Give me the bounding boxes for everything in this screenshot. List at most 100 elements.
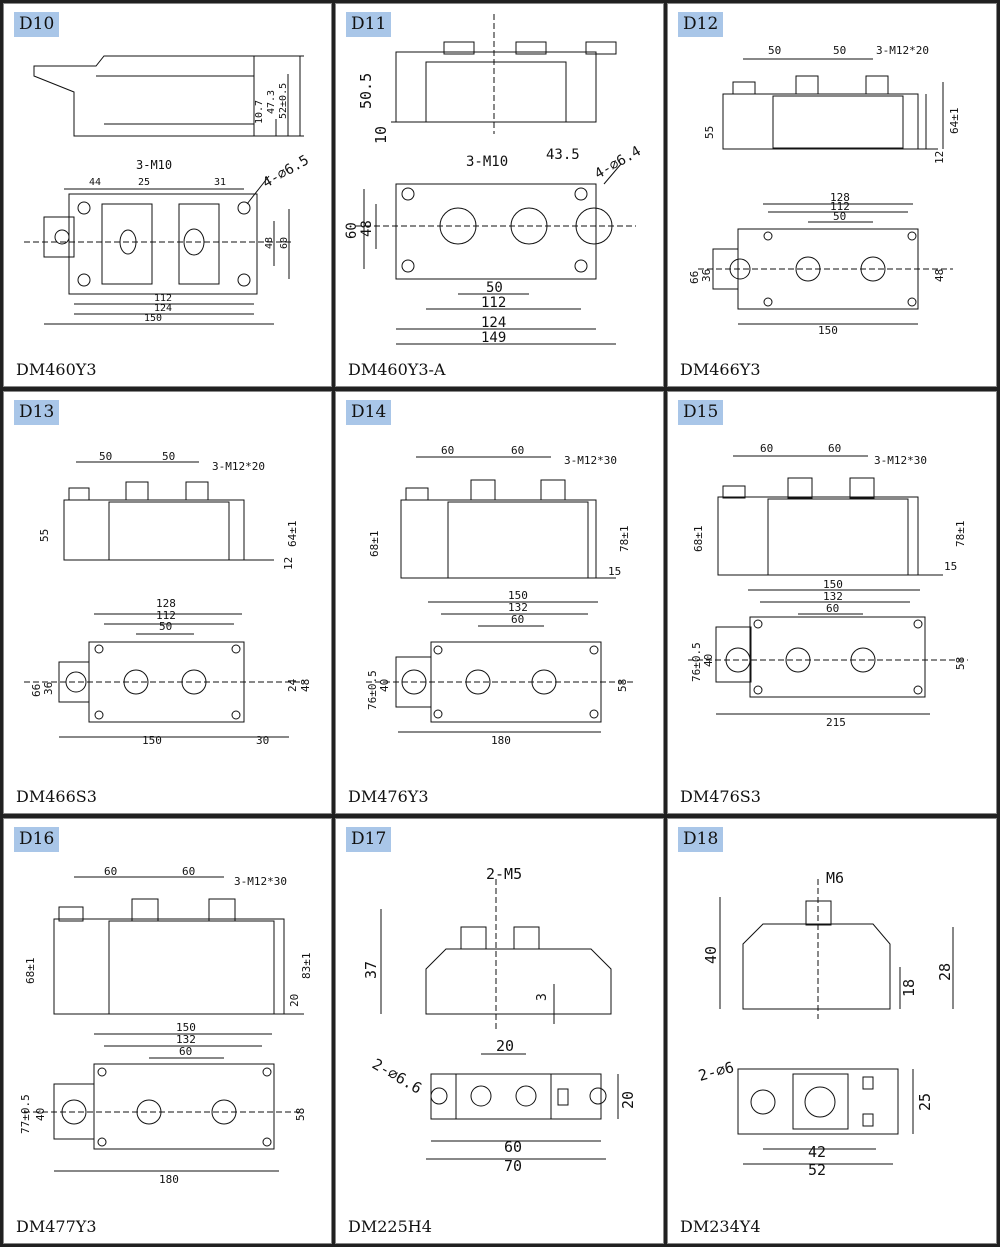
dim-d12-p2: 50 — [833, 44, 846, 57]
dim-d16-v1: 77±0.5 — [19, 1094, 32, 1134]
dim-d14-p2: 60 — [511, 444, 524, 457]
dim-d14-v2: 40 — [378, 679, 391, 692]
dim-d13-v2: 36 — [42, 682, 55, 695]
dim-d13-p2: 50 — [162, 450, 175, 463]
dim-d11-h1: 50.5 — [357, 73, 375, 109]
panel-tag: D11 — [346, 12, 392, 37]
dim-d11-v1: 60 — [344, 222, 360, 239]
dim-d13-v1: 66 — [30, 684, 43, 697]
drawing-d16: 60 60 3-M12*30 68±1 83±1 20 150 132 60 7… — [19, 865, 313, 1186]
model-label: DM460Y3 — [16, 360, 97, 379]
dim-d17-b2: 70 — [504, 1157, 522, 1175]
panel-tag: D16 — [14, 827, 60, 852]
dim-d16-v3: 58 — [294, 1108, 307, 1121]
panel-d14: 60 60 3-M12*30 68±1 78±1 15 150 132 60 7… — [335, 391, 664, 814]
drawing-d17: 2-M5 37 3 20 2-⌀6.6 20 60 70 — [362, 865, 637, 1175]
dim-d10-b1: 112 — [154, 293, 172, 304]
panel-d17: 2-M5 37 3 20 2-⌀6.6 20 60 70 D17 DM225H4 — [335, 818, 664, 1244]
dim-d14-v1: 76±0.5 — [366, 670, 379, 710]
dim-d17-v1: 20 — [619, 1091, 637, 1109]
dim-d13-h1: 55 — [38, 529, 51, 542]
panel-d16: 60 60 3-M12*30 68±1 83±1 20 150 132 60 7… — [3, 818, 332, 1244]
dim-d14-b1: 180 — [491, 734, 511, 747]
model-label: DM477Y3 — [16, 1217, 97, 1236]
dim-d15-v1: 76±0.5 — [690, 642, 703, 682]
dim-d12-v3: 48 — [933, 269, 946, 282]
dim-d13-t3: 50 — [159, 620, 172, 633]
dim-d13-p1: 50 — [99, 450, 112, 463]
panel-d10: 10.7 47.3 52±0.5 3-M10 4-⌀6.5 44 25 31 4… — [3, 3, 332, 387]
panel-d13: 50 50 3-M12*20 55 64±1 12 128 112 50 66 … — [3, 391, 332, 814]
dim-d16-t1: 150 — [176, 1021, 196, 1034]
dim-d12-h1: 55 — [703, 126, 716, 139]
dim-d15-h1: 68±1 — [692, 526, 705, 553]
dim-d17-hole: 2-⌀6.6 — [369, 1055, 425, 1098]
model-label: DM466S3 — [16, 787, 97, 806]
dim-d10-thread: 3-M10 — [136, 158, 172, 172]
model-label: DM476S3 — [680, 787, 761, 806]
panel-tag: D18 — [678, 827, 724, 852]
dim-d17-h2: 3 — [535, 993, 550, 1001]
dim-d12-p1: 50 — [768, 44, 781, 57]
dim-d17-pitch: 20 — [496, 1037, 514, 1055]
dim-d15-p2: 60 — [828, 442, 841, 455]
dim-d13-b1: 150 — [142, 734, 162, 747]
drawing-d10: 10.7 47.3 52±0.5 3-M10 4-⌀6.5 44 25 31 4… — [24, 55, 312, 325]
dim-d16-p2: 60 — [182, 865, 195, 878]
panel-tag: D13 — [14, 400, 60, 425]
dim-d16-thread: 3-M12*30 — [234, 875, 287, 888]
dim-d18-v1: 25 — [916, 1093, 934, 1111]
model-label: DM466Y3 — [680, 360, 761, 379]
dim-d16-h1: 68±1 — [24, 958, 37, 985]
panel-tag: D10 — [14, 12, 60, 37]
dim-d10-w3: 31 — [214, 177, 226, 188]
dim-d10-d2: 47.3 — [266, 90, 277, 114]
dim-d15-p1: 60 — [760, 442, 773, 455]
dim-d10-h2: 60 — [279, 237, 290, 249]
dim-d11-v2: 48 — [359, 220, 375, 237]
dim-d16-p1: 60 — [104, 865, 117, 878]
dim-d14-t3: 60 — [511, 613, 524, 626]
dim-d15-t2: 132 — [823, 590, 843, 603]
dim-d16-t3: 60 — [179, 1045, 192, 1058]
dim-d13-v4: 48 — [299, 679, 312, 692]
dim-d16-v2: 40 — [34, 1108, 47, 1121]
dim-d13-t1: 128 — [156, 597, 176, 610]
dim-d14-h2: 78±1 — [618, 526, 631, 553]
dim-d11-thread: 3-M10 — [466, 154, 508, 170]
dim-d14-v3: 58 — [616, 679, 629, 692]
panel-tag: D14 — [346, 400, 392, 425]
panel-tag: D12 — [678, 12, 724, 37]
dim-d11-pitch: 43.5 — [546, 147, 580, 163]
dim-d12-t2: 112 — [830, 200, 850, 213]
dim-d10-d1: 10.7 — [254, 100, 265, 124]
dim-d15-v3: 58 — [954, 657, 967, 670]
dim-d14-p1: 60 — [441, 444, 454, 457]
dim-d14-h3: 15 — [608, 565, 621, 578]
drawing-d14: 60 60 3-M12*30 68±1 78±1 15 150 132 60 7… — [366, 444, 636, 747]
dim-d15-v2: 40 — [702, 654, 715, 667]
drawing-d12: 50 50 3-M12*20 55 64±1 12 128 112 50 66 … — [688, 44, 961, 337]
dim-d16-t2: 132 — [176, 1033, 196, 1046]
dim-d18-h1: 40 — [702, 946, 720, 964]
drawing-d11: 50.5 10 3-M10 43.5 4-⌀6.4 60 48 50 112 1… — [344, 14, 644, 346]
dim-d15-t3: 60 — [826, 602, 839, 615]
dim-d17-h1: 37 — [362, 961, 380, 979]
dim-d12-h3: 12 — [933, 151, 946, 164]
dim-d12-t1: 128 — [830, 191, 850, 204]
dim-d12-t3: 50 — [833, 210, 846, 223]
dim-d11-b4: 149 — [481, 330, 506, 346]
dim-d13-t2: 112 — [156, 609, 176, 622]
dim-d18-thread: M6 — [826, 869, 844, 887]
dim-d16-b1: 180 — [159, 1173, 179, 1186]
dim-d10-b3: 150 — [144, 313, 162, 324]
dim-d10-hole: 4-⌀6.5 — [260, 152, 312, 191]
dim-d10-w1: 44 — [89, 177, 101, 188]
dim-d10-b2: 124 — [154, 303, 172, 314]
dim-d11-h2: 10 — [372, 126, 390, 144]
dim-d12-v1: 66 — [688, 271, 701, 284]
drawing-d18: M6 40 18 28 2-⌀6 25 42 52 — [696, 869, 954, 1179]
panel-d12: 50 50 3-M12*20 55 64±1 12 128 112 50 66 … — [667, 3, 997, 387]
panel-d11: 50.5 10 3-M10 43.5 4-⌀6.4 60 48 50 112 1… — [335, 3, 664, 387]
